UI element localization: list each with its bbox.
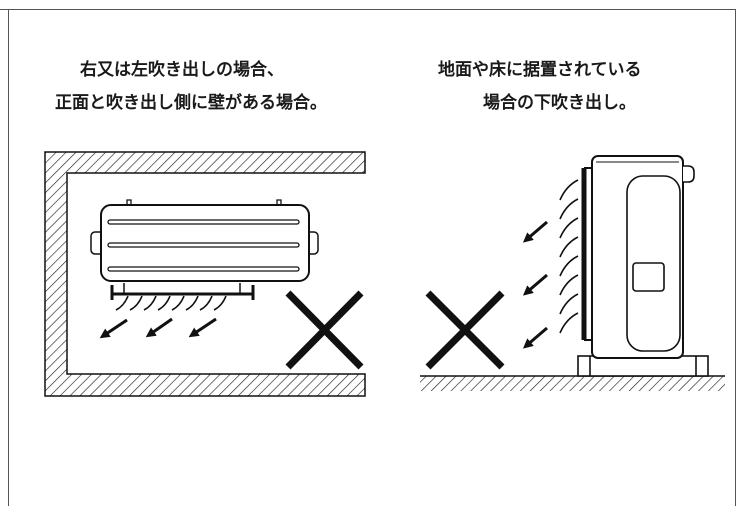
floor-standing-unit <box>591 155 695 359</box>
frame-right-line <box>735 9 736 506</box>
x-cross-prohibited-icon <box>425 290 505 370</box>
airflow-arrow <box>188 317 217 338</box>
right-caption-line2: 場合の下吹き出し。 <box>483 93 636 113</box>
airflow-arrow <box>522 273 548 296</box>
airflow-curves-right <box>559 179 579 334</box>
airflow-arrow <box>522 326 548 349</box>
indoor-ac-unit <box>90 199 319 282</box>
airflow-arrow <box>145 317 173 338</box>
louver-bar <box>110 283 255 300</box>
unit-front-grille <box>581 167 592 341</box>
airflow-arrows-right <box>522 220 548 349</box>
frame-top-line <box>0 9 735 10</box>
right-caption-line1: 地面や床に据置されている <box>438 60 642 80</box>
left-wall-enclosure <box>44 151 366 397</box>
airflow-arrows-left <box>99 317 217 339</box>
floor-ground <box>420 375 725 391</box>
x-cross-prohibited-icon <box>285 290 364 370</box>
left-caption-line2: 正面と吹き出し側に壁がある場合。 <box>55 93 327 113</box>
frame-left-line <box>8 9 9 506</box>
airflow-arrow <box>522 220 548 243</box>
louver-blades <box>115 295 227 311</box>
left-caption-line1: 右又は左吹き出しの場合、 <box>80 60 284 80</box>
airflow-arrow <box>99 318 128 339</box>
